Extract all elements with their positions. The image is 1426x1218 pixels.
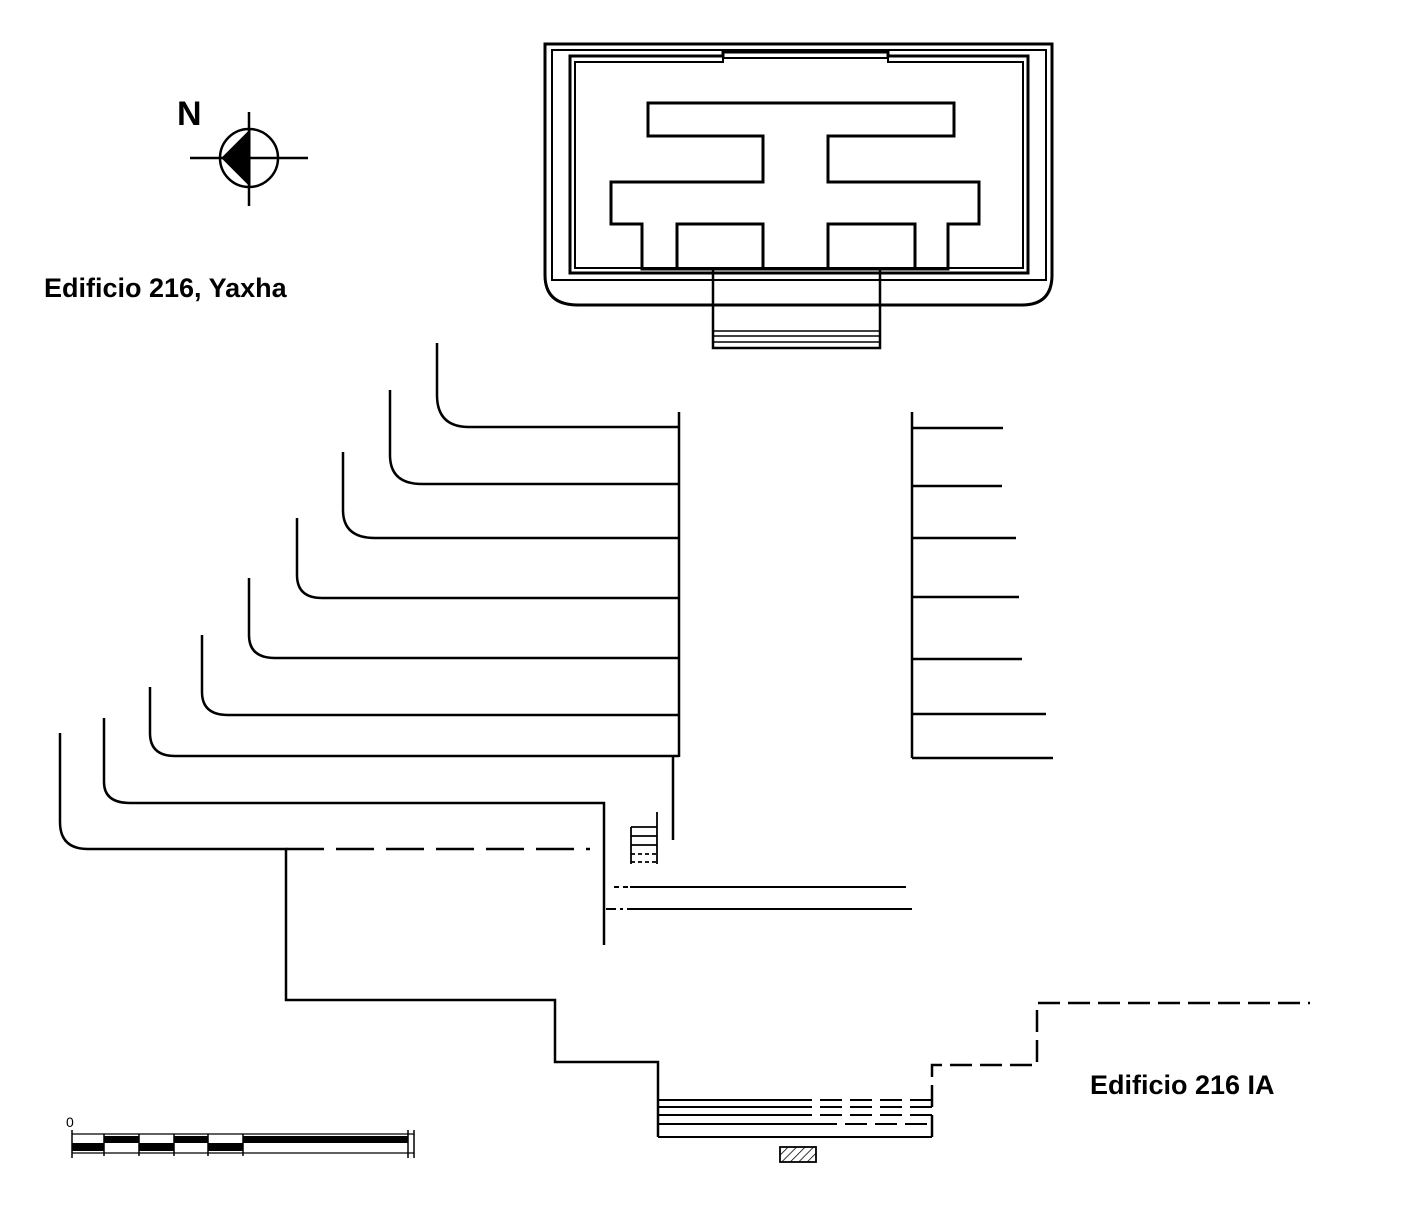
north-label: N (177, 95, 202, 133)
right-terraces (910, 412, 1053, 760)
north-arrow-icon (190, 112, 308, 206)
temple-structure (543, 42, 1054, 350)
edificio-216-ia-structure (658, 1001, 1310, 1163)
scale-bar (71, 1130, 415, 1158)
left-terraces (58, 343, 681, 1137)
passage-lines (606, 885, 912, 911)
scale-zero-label: 0 (66, 1114, 74, 1130)
structure-label: Edificio 216 IA (1090, 1070, 1275, 1100)
drawing-title: Edificio 216, Yaxha (44, 273, 287, 303)
small-stair (630, 812, 658, 864)
